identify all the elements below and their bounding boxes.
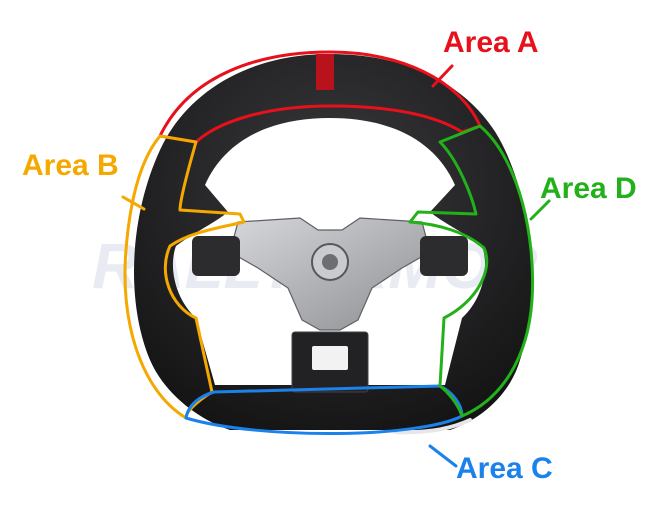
lower-bracket-window — [312, 346, 348, 370]
area-c-label: Area C — [456, 452, 553, 485]
area-a-label: Area A — [443, 26, 539, 59]
wheel-rim — [133, 54, 532, 430]
hub-center — [322, 254, 338, 270]
bottom-trim — [393, 418, 472, 435]
area-a-leader — [431, 64, 454, 88]
right-switch-housing — [420, 236, 468, 276]
left-switch-housing — [192, 236, 240, 276]
area-b-label: Area B — [22, 149, 119, 182]
area-d-outline — [408, 124, 535, 418]
area-b-leader — [121, 195, 146, 211]
area-d-label: Area D — [540, 172, 637, 205]
center-stripe — [316, 54, 334, 90]
area-c-leader — [428, 444, 458, 468]
area-d-leader — [529, 199, 551, 221]
